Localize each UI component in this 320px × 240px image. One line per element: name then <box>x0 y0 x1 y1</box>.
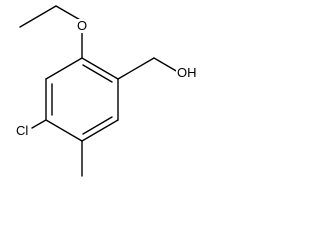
ring-bond-6 <box>45 57 83 80</box>
ring-bond-1 <box>81 57 119 80</box>
ch2-oh-bond <box>153 57 179 73</box>
oxygen-atom-label: O <box>76 18 89 33</box>
molecule-structure <box>19 5 179 177</box>
ring-bond-4 <box>45 119 83 142</box>
ether-bond-ch2 <box>55 5 83 22</box>
ring-double-bond-1 <box>82 64 113 83</box>
hydroxyl-group-label: OH <box>176 65 198 80</box>
ethyl-bond <box>19 5 57 28</box>
ch2-bond-ring <box>117 57 155 80</box>
chlorine-atom-label: Cl <box>15 123 30 138</box>
chloro-bond <box>31 119 47 129</box>
ring-bond-3 <box>81 119 119 142</box>
ring-double-bond-2 <box>82 116 113 135</box>
